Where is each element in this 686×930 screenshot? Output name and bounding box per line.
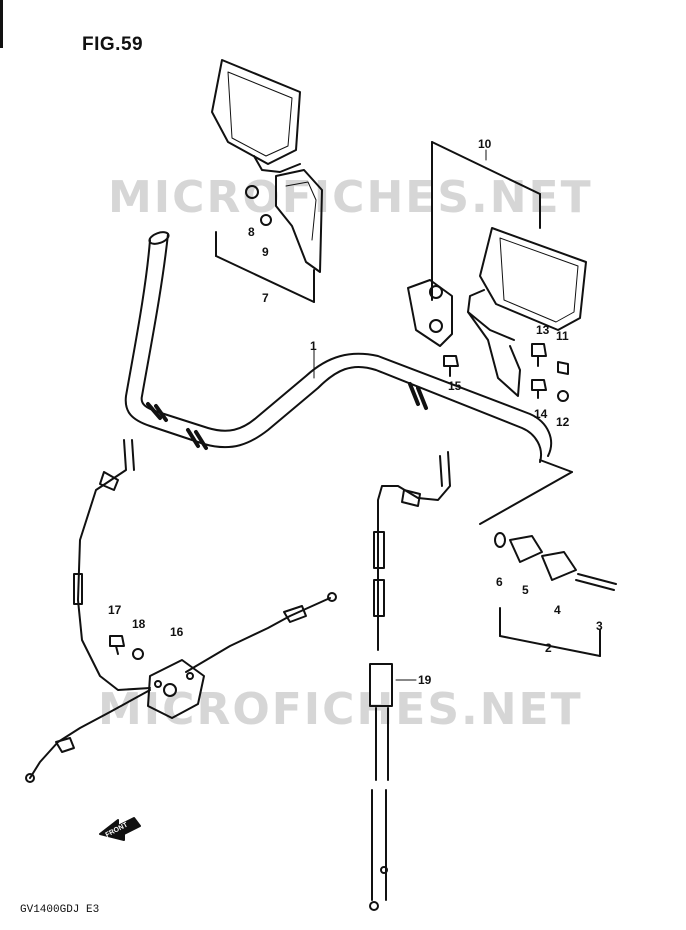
callout-15: 15: [448, 379, 462, 393]
leader-lines: [313, 149, 487, 681]
callout-2: 2: [545, 641, 552, 655]
page-edge-mark: [0, 0, 3, 48]
callout-13: 13: [536, 323, 550, 337]
left-mirror-bracket-group: [215, 231, 315, 303]
right-mirror-bracket-group: [431, 141, 541, 301]
bar-end-bracket-group: [499, 607, 601, 657]
cable-junction-box: [147, 659, 205, 719]
callout-6: 6: [496, 575, 503, 589]
junction-fasteners: [109, 635, 144, 660]
front-arrow-icon: [99, 817, 141, 841]
handlebar: [124, 231, 553, 463]
right-mirror: [467, 227, 587, 397]
callout-18: 18: [132, 617, 146, 631]
left-mirror: [211, 59, 323, 273]
lower-left-cable: [25, 689, 151, 783]
callout-8: 8: [248, 225, 255, 239]
left-mirror-small-parts: [245, 185, 272, 226]
upper-right-cable: [185, 592, 337, 673]
left-throttle-cable: [73, 439, 151, 691]
right-throttle-cable: [369, 451, 451, 911]
right-mirror-mount-plate: [407, 279, 453, 347]
callout-3: 3: [596, 619, 603, 633]
callout-7: 7: [262, 291, 269, 305]
figure-title: FIG.59: [82, 34, 144, 55]
callout-10: 10: [478, 137, 492, 151]
callout-1: 1: [310, 339, 317, 353]
right-mirror-fasteners: [443, 343, 569, 402]
bar-end-weights: [494, 532, 617, 591]
bar-end-leader: [479, 459, 573, 525]
callout-17: 17: [108, 603, 122, 617]
callout-5: 5: [522, 583, 529, 597]
callout-14: 14: [534, 407, 548, 421]
model-code: GV1400GDJ E3: [20, 904, 100, 916]
callout-19: 19: [418, 673, 432, 687]
callout-12: 12: [556, 415, 570, 429]
callout-4: 4: [554, 603, 561, 617]
callout-9: 9: [262, 245, 269, 259]
callout-16: 16: [170, 625, 184, 639]
callout-11: 11: [556, 329, 569, 343]
